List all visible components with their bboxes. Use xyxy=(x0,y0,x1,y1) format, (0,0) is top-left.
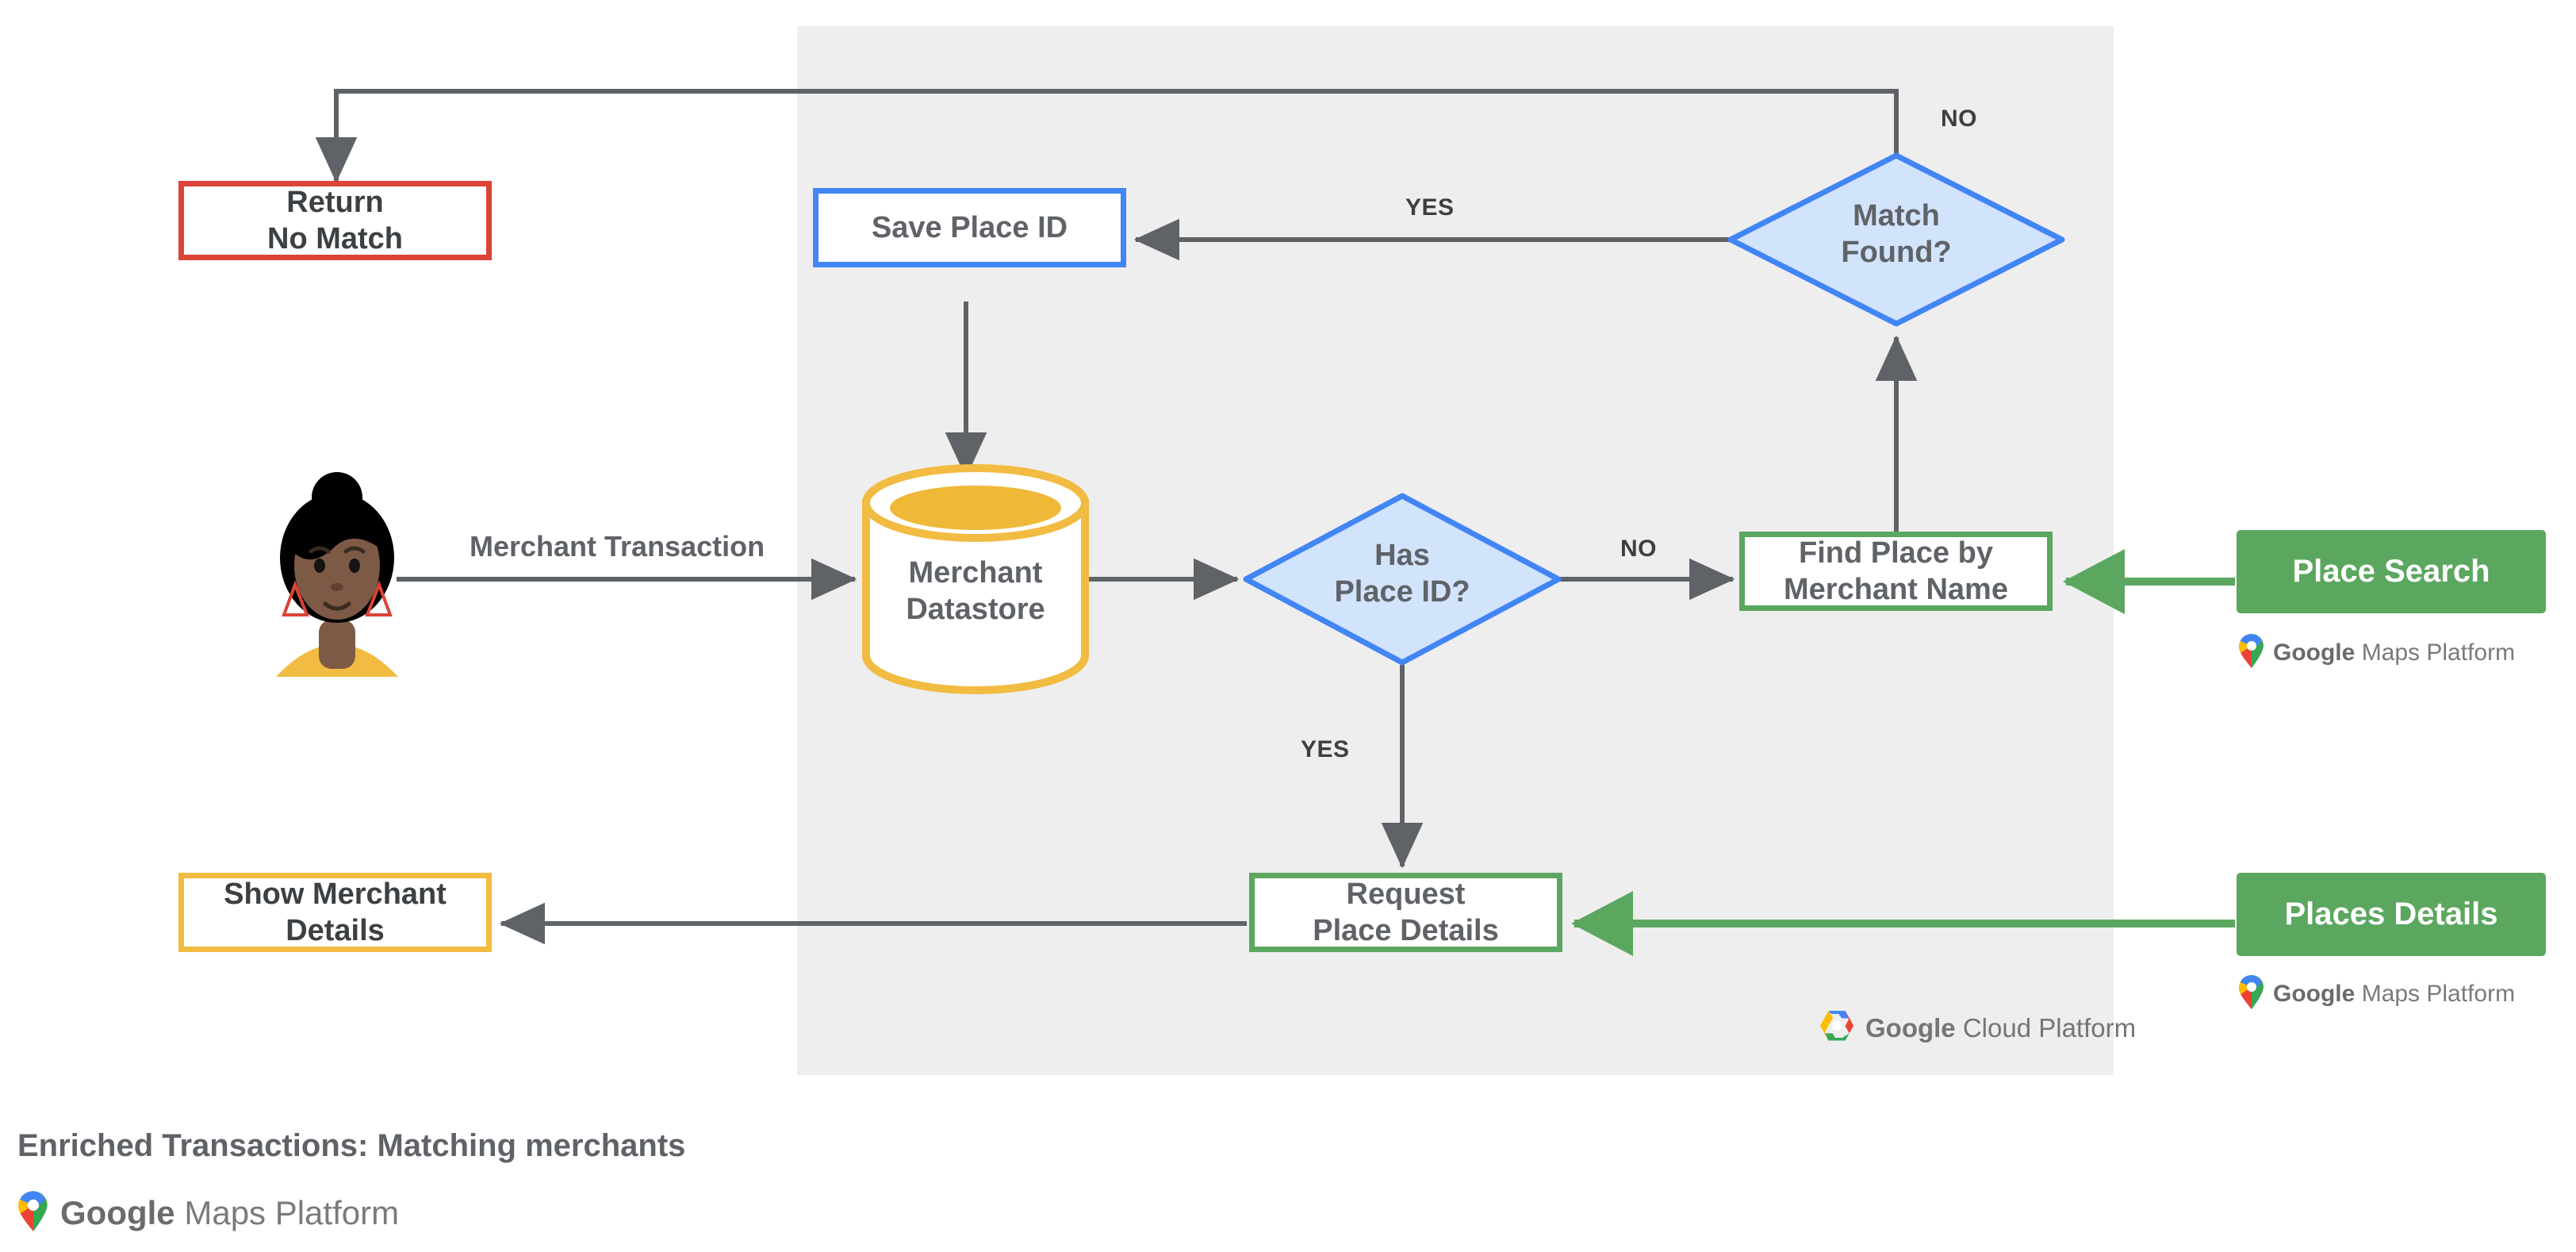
node-find-place-by-merchant-name[interactable]: Find Place by Merchant Name xyxy=(1739,532,2053,611)
gcp-badge: Google Cloud Platform xyxy=(1819,1009,2136,1047)
gcp-google-word: Google xyxy=(1865,1012,1956,1043)
edge-label-has-place-id-no: NO xyxy=(1620,536,1657,562)
node-request-place-details[interactable]: Request Place Details xyxy=(1249,873,1562,952)
node-return-no-match[interactable]: Return No Match xyxy=(178,181,492,260)
google-cloud-hexagon-icon xyxy=(1819,1009,1855,1047)
gmp-google-word: Google xyxy=(2273,639,2356,666)
gcp-badge-text: Google Cloud Platform xyxy=(1865,1013,2136,1043)
footer-product-word: Maps Platform xyxy=(184,1193,400,1231)
google-maps-pin-icon xyxy=(2238,974,2265,1013)
gcp-product-word: Cloud Platform xyxy=(1962,1012,2137,1043)
decision-match-found-shape[interactable] xyxy=(1727,152,2065,327)
node-place-search[interactable]: Place Search xyxy=(2237,530,2546,613)
decision-has-place-id-shape[interactable] xyxy=(1243,493,1562,666)
flow-label-merchant-transaction: Merchant Transaction xyxy=(470,530,765,563)
gmp-product-word: Maps Platform xyxy=(2361,639,2516,666)
gmp-google-word: Google xyxy=(2273,980,2356,1007)
google-maps-pin-icon xyxy=(17,1190,49,1235)
merchant-customer-avatar xyxy=(262,464,412,690)
footer-badge-text: Google Maps Platform xyxy=(60,1194,399,1232)
gmp-badge-places-details: Google Maps Platform xyxy=(2238,974,2515,1013)
gmp-product-word: Maps Platform xyxy=(2361,980,2516,1007)
edge-label-has-place-id-yes: YES xyxy=(1301,736,1350,762)
datastore-merchant-shape[interactable] xyxy=(862,464,1089,694)
footer-google-word: Google xyxy=(60,1193,175,1231)
google-maps-pin-icon xyxy=(2238,633,2265,672)
gmp-badge-place-search: Google Maps Platform xyxy=(2238,633,2515,672)
node-places-details[interactable]: Places Details xyxy=(2237,873,2546,956)
footer-gmp-badge: Google Maps Platform xyxy=(17,1190,399,1235)
edge-match-found-no xyxy=(315,89,1899,183)
edge-label-match-found-yes: YES xyxy=(1405,194,1455,221)
edge-label-match-found-no: NO xyxy=(1941,106,1977,132)
node-show-merchant-details[interactable]: Show Merchant Details xyxy=(178,873,492,952)
page-title: Enriched Transactions: Matching merchant… xyxy=(17,1128,686,1163)
gmp-badge-text: Google Maps Platform xyxy=(2273,639,2515,666)
node-save-place-id[interactable]: Save Place ID xyxy=(813,188,1126,267)
gmp-badge-text: Google Maps Platform xyxy=(2273,981,2515,1008)
